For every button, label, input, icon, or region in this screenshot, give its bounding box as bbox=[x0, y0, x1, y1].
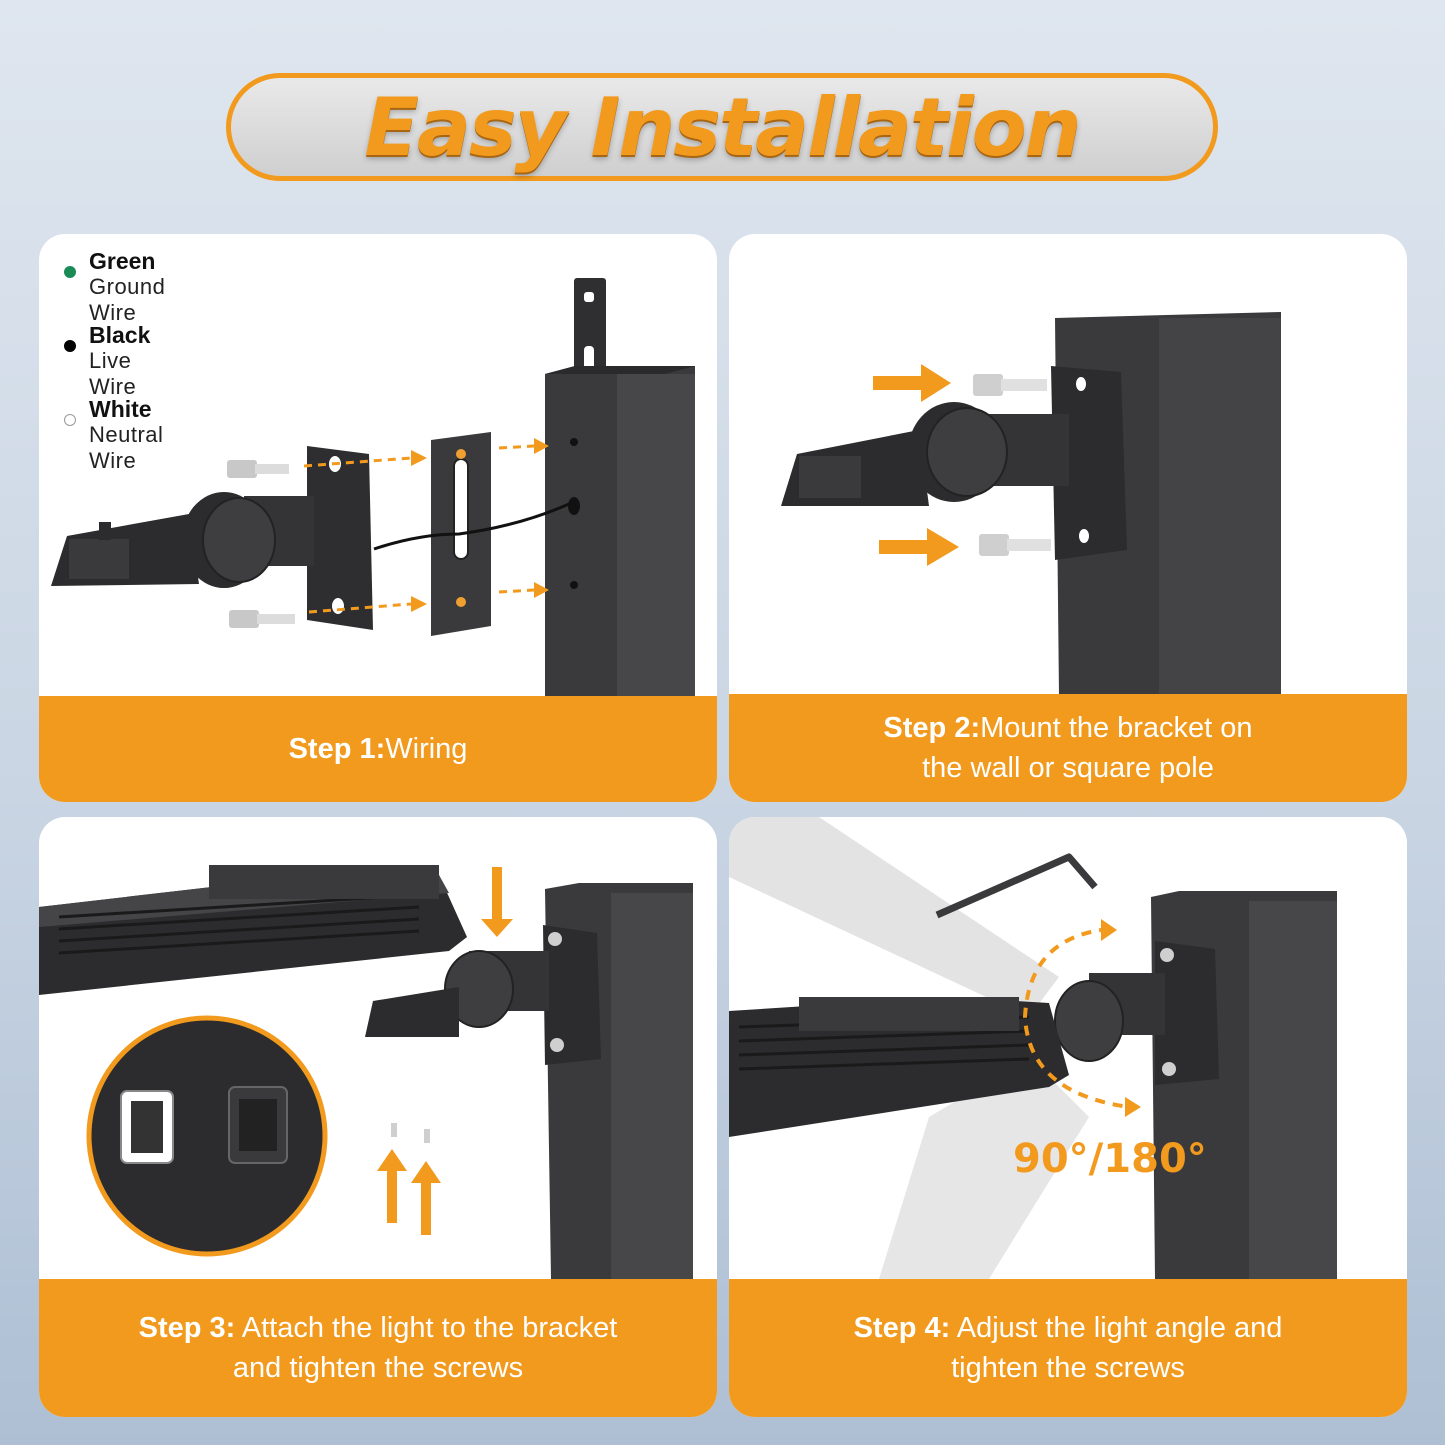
legend-desc: Neutral Wire bbox=[89, 422, 164, 473]
step-1-card: Step 1:Wiring bbox=[39, 234, 717, 802]
step-1-text: Wiring bbox=[385, 733, 468, 765]
angle-label: 90°/180° bbox=[1013, 1136, 1207, 1182]
step-4-card: Step 4: Adjust the light angle and tight… bbox=[729, 817, 1407, 1417]
green-dot-icon bbox=[64, 266, 76, 278]
step-3-label: Step 3: bbox=[138, 1312, 236, 1344]
mount-bracket-illustration bbox=[781, 312, 1281, 696]
step-2-text-line2: the wall or square pole bbox=[922, 752, 1214, 784]
step-4-text-line2: tighten the screws bbox=[951, 1352, 1185, 1384]
legend-name: Green bbox=[89, 248, 156, 274]
step-3-text-line2: and tighten the screws bbox=[232, 1352, 524, 1384]
step-2-label: Step 2: bbox=[883, 712, 981, 744]
page-title: Easy Installation bbox=[364, 80, 1081, 174]
step-4-label: Step 4: bbox=[853, 1312, 951, 1344]
legend-name: Black bbox=[89, 322, 151, 348]
step-4-text: Adjust the light angle and bbox=[950, 1312, 1283, 1344]
black-dot-icon bbox=[64, 340, 76, 352]
legend-name: White bbox=[89, 396, 152, 422]
step-3-text: Attach the light to the bracket bbox=[235, 1312, 618, 1344]
adjust-angle-illustration bbox=[729, 817, 1337, 1279]
legend-desc: Ground Wire bbox=[89, 274, 166, 325]
step-1-label: Step 1: bbox=[288, 733, 386, 765]
white-dot-icon bbox=[64, 414, 76, 426]
legend-desc: Live Wire bbox=[89, 348, 137, 399]
step-2-text: Mount the bracket on bbox=[980, 712, 1253, 744]
step-1-caption: Step 1:Wiring bbox=[39, 696, 717, 802]
step-2-caption: Step 2:Mount the bracket on the wall or … bbox=[729, 694, 1407, 802]
step-3-caption: Step 3: Attach the light to the bracket … bbox=[39, 1279, 717, 1417]
title-banner: Easy Installation bbox=[226, 73, 1218, 181]
step-2-card: Step 2:Mount the bracket on the wall or … bbox=[729, 234, 1407, 802]
wiring-illustration bbox=[51, 278, 695, 696]
step-3-card: Step 3: Attach the light to the bracket … bbox=[39, 817, 717, 1417]
attach-light-illustration bbox=[39, 865, 693, 1279]
step-4-caption: Step 4: Adjust the light angle and tight… bbox=[729, 1279, 1407, 1417]
